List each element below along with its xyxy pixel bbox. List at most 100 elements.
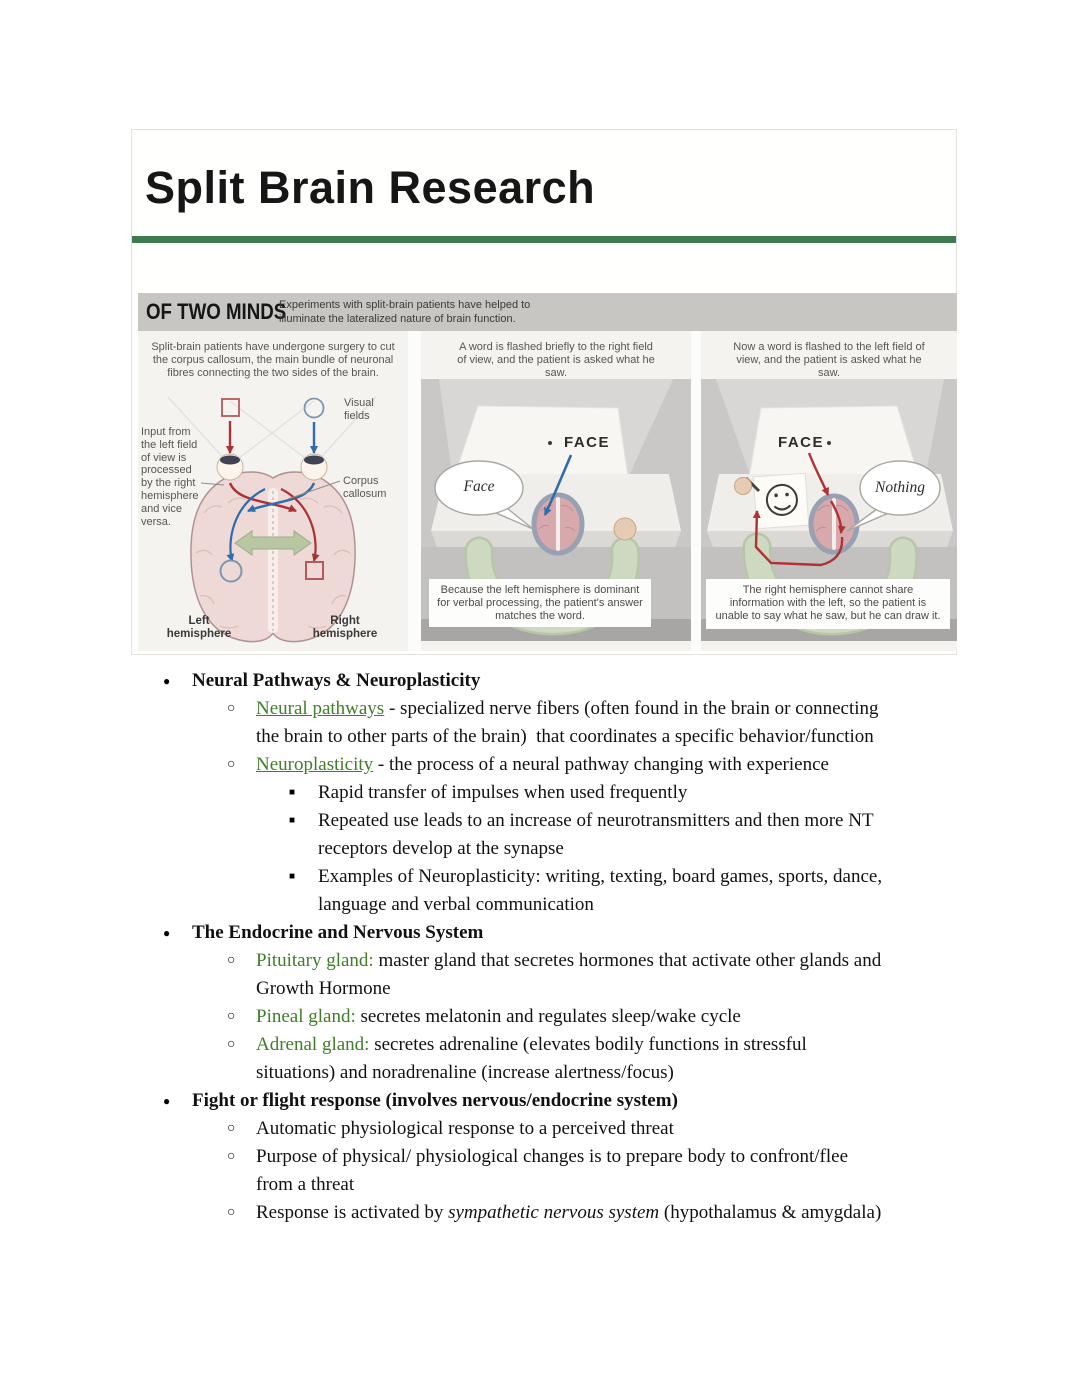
screen-word: FACE — [778, 434, 825, 451]
eyes — [216, 453, 328, 481]
speech-bubble-text: Nothing — [875, 479, 925, 496]
bullet-marker: ○ — [227, 701, 236, 716]
slide-image[interactable]: Split Brain Research OF TWO MINDS Experi… — [131, 129, 957, 655]
note-line: ○ Adrenal gland: secretes adrenaline (ele… — [131, 1031, 961, 1059]
title-accent-rule — [132, 236, 956, 243]
note-line: ○ Automatic physiological response to a p… — [131, 1115, 961, 1143]
brain-gyri — [195, 497, 351, 629]
note-text: situations) and noradrenaline (increase … — [256, 1062, 674, 1083]
corpus-callosum-arrow — [234, 530, 312, 556]
label-corpus-callosum: Corpus callosum — [343, 475, 387, 500]
note-line: language and verbal communication — [131, 891, 961, 919]
label-visual-fields: Visual fields — [344, 397, 374, 422]
panel-left-field-test: Now a word is flashed to the left field … — [701, 331, 957, 651]
figure-title: OF TWO MINDS — [146, 299, 287, 324]
note-line: ■Rapid transfer of impulses when used fr… — [131, 779, 961, 807]
fixation-dot — [548, 441, 552, 445]
note-text: Purpose of physical/ physiological chang… — [256, 1146, 849, 1167]
bullet-marker — [227, 975, 256, 1003]
bullet-marker: ○ — [227, 1037, 236, 1052]
smiley-face-drawing — [765, 483, 798, 516]
gland-term: Pituitary gland: — [256, 950, 374, 971]
brain-top-view-illustration — [167, 396, 377, 643]
bullet-marker — [227, 1059, 256, 1087]
panel3-scene: FACE Nothing The right hemisphere cannot… — [701, 379, 957, 641]
bullet-marker: ■ — [289, 815, 296, 826]
visual-field-lines — [167, 396, 377, 466]
note-line: Growth Hormone — [131, 975, 961, 1003]
note-text: secretes adrenaline (elevates bodily fun… — [369, 1034, 807, 1055]
projected-circle — [219, 559, 243, 583]
label-input-note: Input from the left field of view is pro… — [141, 426, 199, 528]
note-text: receptors develop at the synapse — [318, 838, 564, 859]
blue-circle-stimulus — [303, 397, 325, 419]
speech-bubble-text: Face — [463, 478, 495, 495]
panel3-note: The right hemisphere cannot share inform… — [706, 579, 950, 629]
screen-word: FACE — [564, 434, 611, 451]
bullet-marker — [227, 1171, 256, 1199]
figure-subtitle: Experiments with split-brain patients ha… — [279, 299, 531, 325]
patient-head-brain — [531, 492, 585, 556]
note-text: secretes melatonin and regulates sleep/w… — [355, 1006, 741, 1027]
note-line: ○ Purpose of physical/ physiological chan… — [131, 1143, 961, 1171]
note-line: the brain to other parts of the brain) t… — [131, 723, 961, 751]
note-text: Response is activated by — [256, 1202, 449, 1223]
note-line: ■ Repeated use leads to an increase of ne… — [131, 807, 961, 835]
figure-header: OF TWO MINDS Experiments with split-brai… — [138, 293, 957, 331]
note-line: ● Fight or flight response (involves nerv… — [131, 1087, 961, 1115]
note-line: ●Neural Pathways & Neuroplasticity — [131, 667, 961, 695]
panel2-note: Because the left hemisphere is dominant … — [429, 579, 651, 628]
note-heading: Neural Pathways & Neuroplasticity — [192, 670, 481, 691]
panel1-caption: Split-brain patients have undergone surg… — [151, 341, 395, 379]
note-line: ○Neuroplasticity - the process of a neur… — [131, 751, 961, 779]
bullet-marker: ● — [163, 926, 171, 940]
bullet-marker: ○ — [227, 1149, 236, 1164]
bullet-marker: ○ — [227, 757, 236, 772]
speech-bubble — [434, 460, 534, 530]
bullet-marker — [289, 891, 318, 919]
patient-head-brain — [808, 493, 860, 555]
note-text: - specialized nerve fibers (often found … — [384, 698, 879, 719]
bullet-marker — [227, 723, 256, 751]
note-text: Repeated use leads to an increase of neu… — [318, 810, 874, 831]
longitudinal-fissure — [268, 488, 278, 633]
panel3-caption: Now a word is flashed to the left field … — [733, 341, 925, 379]
panel2-scene: FACE Face Because the left hemisphere is… — [421, 379, 691, 641]
note-text: language and verbal communication — [318, 894, 594, 915]
gland-term: Pineal gland: — [256, 1006, 356, 1027]
bullet-marker: ■ — [289, 787, 296, 798]
panel-right-field-test: A word is flashed briefly to the right f… — [421, 331, 691, 651]
note-line: ● The Endocrine and Nervous System — [131, 919, 961, 947]
term-link[interactable]: Neuroplasticity — [256, 754, 374, 775]
note-text: Automatic physiological response to a pe… — [256, 1118, 674, 1139]
drawing-paper — [752, 472, 810, 530]
bullet-marker: ● — [163, 1094, 171, 1108]
note-text: (hypothalamus & amygdala) — [659, 1202, 882, 1223]
slide-title: Split Brain Research — [145, 162, 596, 213]
term-link[interactable]: Neural pathways — [256, 698, 385, 719]
bullet-marker: ○ — [227, 953, 236, 968]
notes-list: ●Neural Pathways & Neuroplasticity ○Neur… — [131, 667, 961, 1227]
note-line: from a threat — [131, 1171, 961, 1199]
note-heading: The Endocrine and Nervous System — [192, 922, 484, 943]
bullet-marker: ■ — [289, 871, 296, 882]
note-line: ○ Neural pathways - specialized nerve fib… — [131, 695, 961, 723]
panel2-caption: A word is flashed briefly to the right f… — [457, 341, 655, 379]
projected-square — [305, 561, 324, 580]
note-heading: Fight or flight response (involves nervo… — [192, 1090, 678, 1111]
panel-brain-diagram: Split-brain patients have undergone surg… — [138, 331, 408, 651]
label-left-hemisphere: Left hemisphere — [166, 615, 232, 640]
note-line: ○Pineal gland: secretes melatonin and re… — [131, 1003, 961, 1031]
bullet-marker: ○ — [227, 1205, 236, 1220]
note-line: ■ Examples of Neuroplasticity: writing, t… — [131, 863, 961, 891]
gland-term: Adrenal gland: — [256, 1034, 370, 1055]
bullet-marker: ○ — [227, 1121, 236, 1136]
label-right-hemisphere: Right hemisphere — [312, 615, 378, 640]
note-text: Examples of Neuroplasticity: writing, te… — [318, 866, 883, 887]
bullet-marker — [289, 835, 318, 863]
note-line: ○Pituitary gland: master gland that secr… — [131, 947, 961, 975]
note-text: from a threat — [256, 1174, 355, 1195]
note-line: receptors develop at the synapse — [131, 835, 961, 863]
note-text: Growth Hormone — [256, 978, 391, 999]
